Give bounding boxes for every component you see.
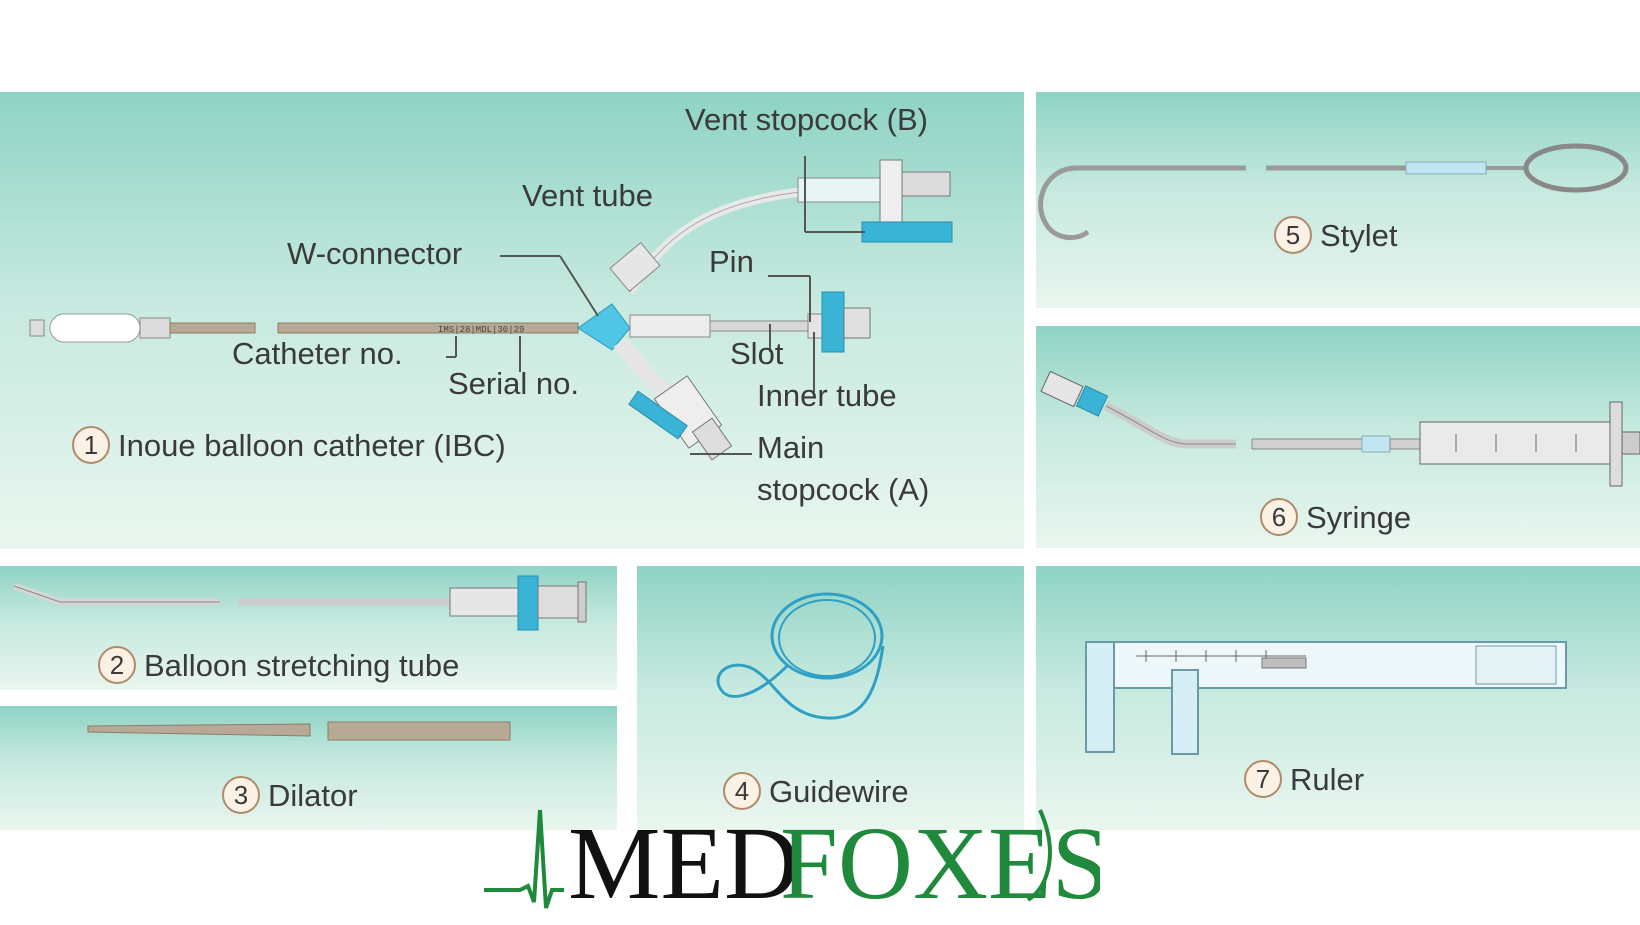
panel-dilator: 3 Dilator bbox=[0, 706, 617, 830]
panel-stylet: 5 Stylet bbox=[1036, 92, 1640, 308]
panel-syringe: 6 Syringe bbox=[1036, 326, 1640, 548]
logo-heartbeat-line: MED FOXES bbox=[484, 806, 1109, 921]
caption-syringe: 6 Syringe bbox=[1260, 498, 1411, 536]
caption-text: Balloon stretching tube bbox=[144, 647, 460, 683]
panel-ibc: IMS|28|MDL|30|29 Vent sto bbox=[0, 92, 1024, 549]
panel-guidewire: 4 Guidewire bbox=[637, 566, 1024, 830]
label-inner-tube: Inner tube bbox=[757, 378, 897, 413]
label-catheter-no: Catheter no. bbox=[232, 336, 403, 371]
caption-ibc: 1 Inoue balloon catheter (IBC) bbox=[72, 426, 506, 464]
stylet-illustration bbox=[1038, 143, 1629, 241]
caption-text: Syringe bbox=[1306, 499, 1412, 535]
logo-text-med: MED bbox=[568, 806, 799, 920]
label-serial-no: Serial no. bbox=[448, 366, 579, 401]
number-badge: 4 bbox=[723, 772, 761, 810]
caption-text: Dilator bbox=[268, 777, 358, 813]
ibc-illustration: IMS|28|MDL|30|29 bbox=[29, 156, 953, 461]
label-vent-tube: Vent tube bbox=[522, 178, 654, 213]
number-badge: 7 bbox=[1244, 760, 1282, 798]
svg-text:IMS|28|MDL|30|29: IMS|28|MDL|30|29 bbox=[438, 325, 524, 335]
caption-text: Stylet bbox=[1320, 217, 1398, 253]
dilator-illustration bbox=[87, 721, 511, 741]
caption-dilator: 3 Dilator bbox=[222, 776, 358, 814]
number-badge: 1 bbox=[72, 426, 110, 464]
ruler-illustration bbox=[1085, 641, 1567, 755]
label-main-stopcock-line2: stopcock (A) bbox=[757, 472, 930, 507]
logo-text-foxes: FOXES bbox=[780, 806, 1100, 920]
caption-text: Guidewire bbox=[769, 773, 909, 809]
panel-balloon-stretching-tube: 2 Balloon stretching tube bbox=[0, 566, 617, 690]
label-pin: Pin bbox=[709, 244, 754, 279]
caption-text: Inoue balloon catheter (IBC) bbox=[118, 427, 506, 463]
balloon-stretching-tube-illustration bbox=[12, 575, 587, 631]
guidewire-illustration bbox=[716, 592, 885, 720]
label-vent-stopcock: Vent stopcock (B) bbox=[685, 102, 928, 137]
caption-stylet: 5 Stylet bbox=[1274, 216, 1398, 254]
syringe-illustration bbox=[1040, 370, 1640, 487]
number-badge: 6 bbox=[1260, 498, 1298, 536]
caption-guidewire: 4 Guidewire bbox=[723, 772, 909, 810]
panel-ruler: 7 Ruler bbox=[1036, 566, 1640, 830]
caption-balloon-stretching-tube: 2 Balloon stretching tube bbox=[98, 646, 459, 684]
number-badge: 5 bbox=[1274, 216, 1312, 254]
caption-ruler: 7 Ruler bbox=[1244, 760, 1364, 798]
label-main-stopcock-line1: Main bbox=[757, 430, 825, 465]
label-slot: Slot bbox=[730, 336, 784, 371]
caption-text: Ruler bbox=[1290, 761, 1365, 797]
number-badge: 3 bbox=[222, 776, 260, 814]
number-badge: 2 bbox=[98, 646, 136, 684]
medfoxes-logo: MED FOXES bbox=[480, 790, 1109, 921]
label-w-connector: W-connector bbox=[287, 236, 463, 271]
